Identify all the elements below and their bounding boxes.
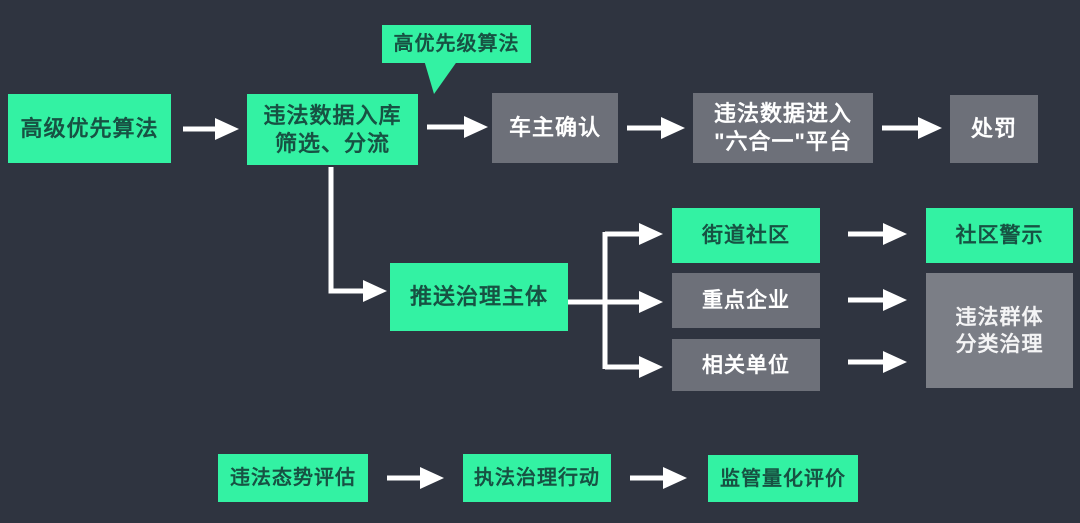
node-label-line1: 违法群体 [955, 305, 1044, 329]
node-label: 重点企业 [702, 289, 790, 312]
node-label: 高级优先算法 [20, 115, 159, 141]
node-key-enterprise: 重点企业 [672, 273, 820, 328]
node-label-line1: 违法数据进入 [713, 101, 852, 126]
node-label: 违法态势评估 [230, 467, 356, 489]
node-situation-assessment: 违法态势评估 [218, 454, 368, 502]
node-punishment: 处罚 [950, 95, 1038, 163]
node-label-line1: 违法数据入库 [263, 102, 402, 128]
arrow-intake-to-push [328, 167, 387, 302]
node-label: 执法治理行动 [474, 467, 600, 489]
node-group-classified-governance: 违法群体 分类治理 [926, 273, 1073, 388]
node-label: 相关单位 [702, 353, 790, 377]
node-label: 处罚 [970, 116, 1017, 141]
callout-high-priority-algorithm: 高优先级算法 [382, 25, 531, 63]
node-label: 社区警示 [955, 224, 1044, 247]
node-street-community: 街道社区 [672, 208, 820, 263]
node-label-line2: "六合一"平台 [714, 129, 852, 154]
node-label: 监管量化评价 [720, 467, 846, 490]
node-push-governance-subject: 推送治理主体 [390, 263, 568, 331]
node-related-unit: 相关单位 [672, 339, 820, 391]
node-label: 推送治理主体 [409, 284, 548, 309]
callout-tail [424, 60, 458, 94]
node-owner-confirm: 车主确认 [492, 93, 618, 163]
node-quantified-evaluation: 监管量化评价 [708, 455, 858, 502]
node-label-line2: 筛选、分流 [274, 130, 390, 156]
node-label: 车主确认 [508, 115, 601, 140]
node-advanced-algorithm: 高级优先算法 [8, 94, 171, 163]
node-community-warning: 社区警示 [926, 208, 1073, 263]
node-enforcement-action: 执法治理行动 [463, 454, 611, 502]
node-data-intake: 违法数据入库 筛选、分流 [247, 94, 418, 165]
callout-label: 高优先级算法 [393, 33, 520, 55]
node-label-line2: 分类治理 [955, 332, 1044, 356]
node-label: 街道社区 [702, 224, 790, 247]
node-platform-entry: 违法数据进入 "六合一"平台 [693, 93, 873, 163]
